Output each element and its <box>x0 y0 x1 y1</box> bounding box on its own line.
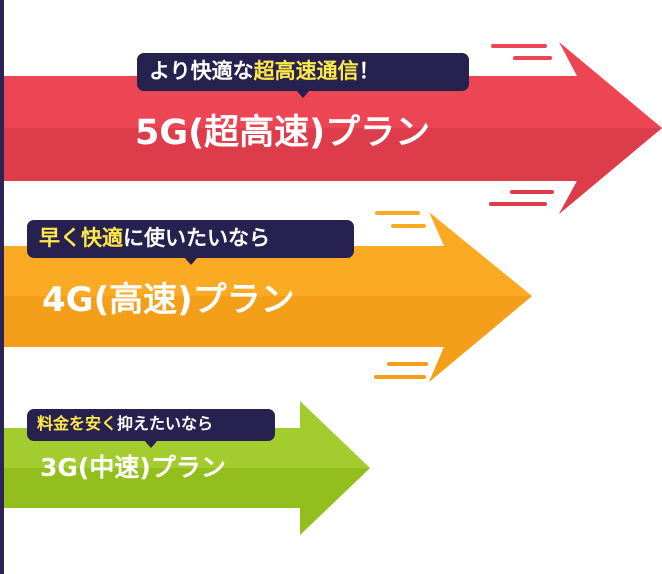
speed-line <box>374 375 426 379</box>
tagline-5g-highlight: 超高速通信 <box>253 59 359 83</box>
tagline-4g-highlight: 早く快適 <box>39 226 123 250</box>
arrow-5g-shade <box>4 128 662 214</box>
speed-line <box>489 202 547 206</box>
vertical-axis-line <box>0 0 4 574</box>
tagline-3g-suffix: 抑えたいなら <box>117 414 214 433</box>
tagline-5g: より快適な超高速通信！ <box>137 53 469 98</box>
tagline-4g: 早く快適に使いたいなら <box>27 220 354 265</box>
tagline-4g-suffix: に使いたいなら <box>123 226 270 250</box>
speed-line <box>391 224 426 228</box>
plan-title-4g: 4G(高速)プラン <box>42 280 295 320</box>
tagline-3g: 料金を安く抑えたいなら <box>27 409 275 448</box>
arrow-4g-shade <box>4 296 532 382</box>
speed-line <box>375 211 420 215</box>
speed-line <box>491 44 547 48</box>
arrow-3g-shade <box>4 468 370 535</box>
tagline-5g-prefix: より快適な <box>149 59 254 83</box>
tagline-3g-highlight: 料金を安く <box>37 414 118 433</box>
tagline-5g-suffix: ！ <box>358 59 380 83</box>
speed-line <box>510 190 554 194</box>
plan-title-5g: 5G(超高速)プラン <box>135 113 431 153</box>
speed-line <box>387 362 428 366</box>
speed-line <box>513 56 552 60</box>
plan-title-3g: 3G(中速)プラン <box>40 453 226 482</box>
